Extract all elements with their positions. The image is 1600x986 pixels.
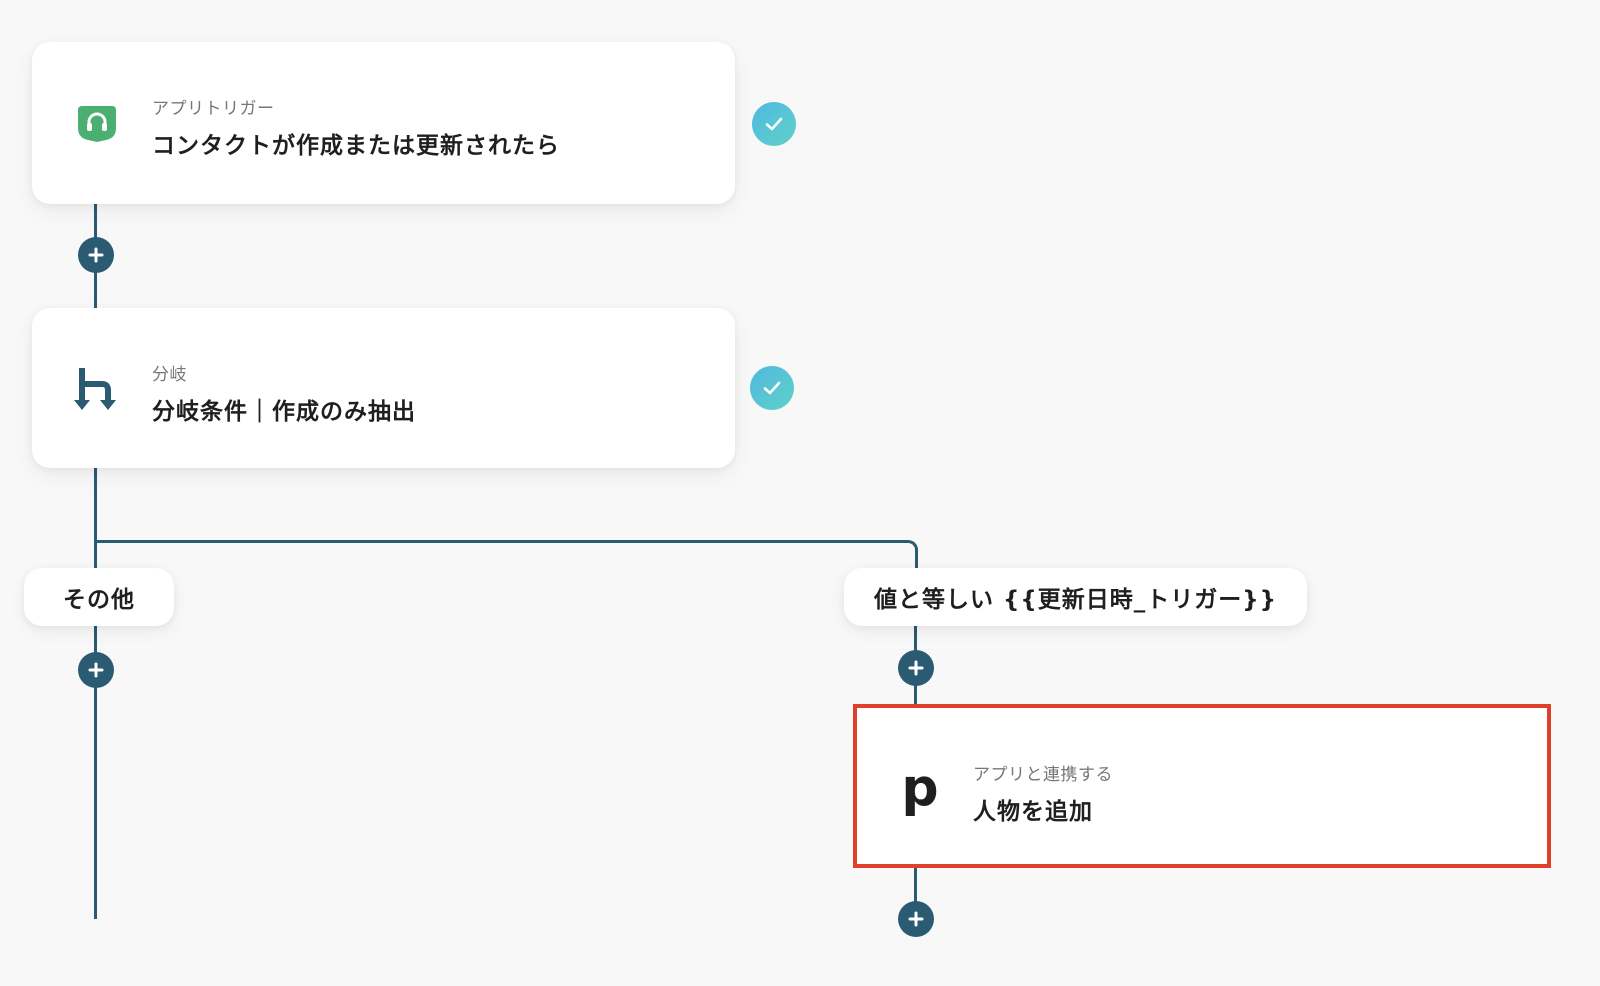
branch-subtitle: 分岐 xyxy=(152,365,187,385)
branch-check-icon xyxy=(750,366,794,410)
connector-split xyxy=(94,540,918,570)
plus-icon xyxy=(908,660,924,676)
add-step-else-button[interactable] xyxy=(78,652,114,688)
trigger-subtitle: アプリトリガー xyxy=(152,99,275,119)
add-step-condition-button[interactable] xyxy=(898,650,934,686)
add-step-button[interactable] xyxy=(78,237,114,273)
branch-condition-pill[interactable]: 値と等しい {{更新日時_トリガー}} xyxy=(844,568,1307,626)
add-step-after-action-button[interactable] xyxy=(898,901,934,937)
action-subtitle: アプリと連携する xyxy=(973,765,1113,785)
connector-branch-down xyxy=(94,468,97,568)
branch-card[interactable]: 分岐 分岐条件｜作成のみ抽出 xyxy=(32,308,735,468)
branch-icon xyxy=(72,364,122,414)
pipedrive-p-icon: p xyxy=(897,762,943,814)
connector-else-down xyxy=(94,626,97,919)
plus-icon xyxy=(908,911,924,927)
headset-icon xyxy=(76,102,118,144)
branch-title: 分岐条件｜作成のみ抽出 xyxy=(152,399,416,425)
plus-icon xyxy=(88,247,104,263)
trigger-check-icon xyxy=(752,102,796,146)
action-card[interactable]: p アプリと連携する 人物を追加 xyxy=(853,704,1551,868)
action-title: 人物を追加 xyxy=(973,799,1093,825)
trigger-title: コンタクトが作成または更新されたら xyxy=(152,133,560,159)
branch-else-pill[interactable]: その他 xyxy=(24,568,174,626)
pipedrive-logo-letter: p xyxy=(901,758,939,818)
connector-action-down xyxy=(914,866,917,906)
plus-icon xyxy=(88,662,104,678)
trigger-card[interactable]: アプリトリガー コンタクトが作成または更新されたら xyxy=(32,42,735,204)
